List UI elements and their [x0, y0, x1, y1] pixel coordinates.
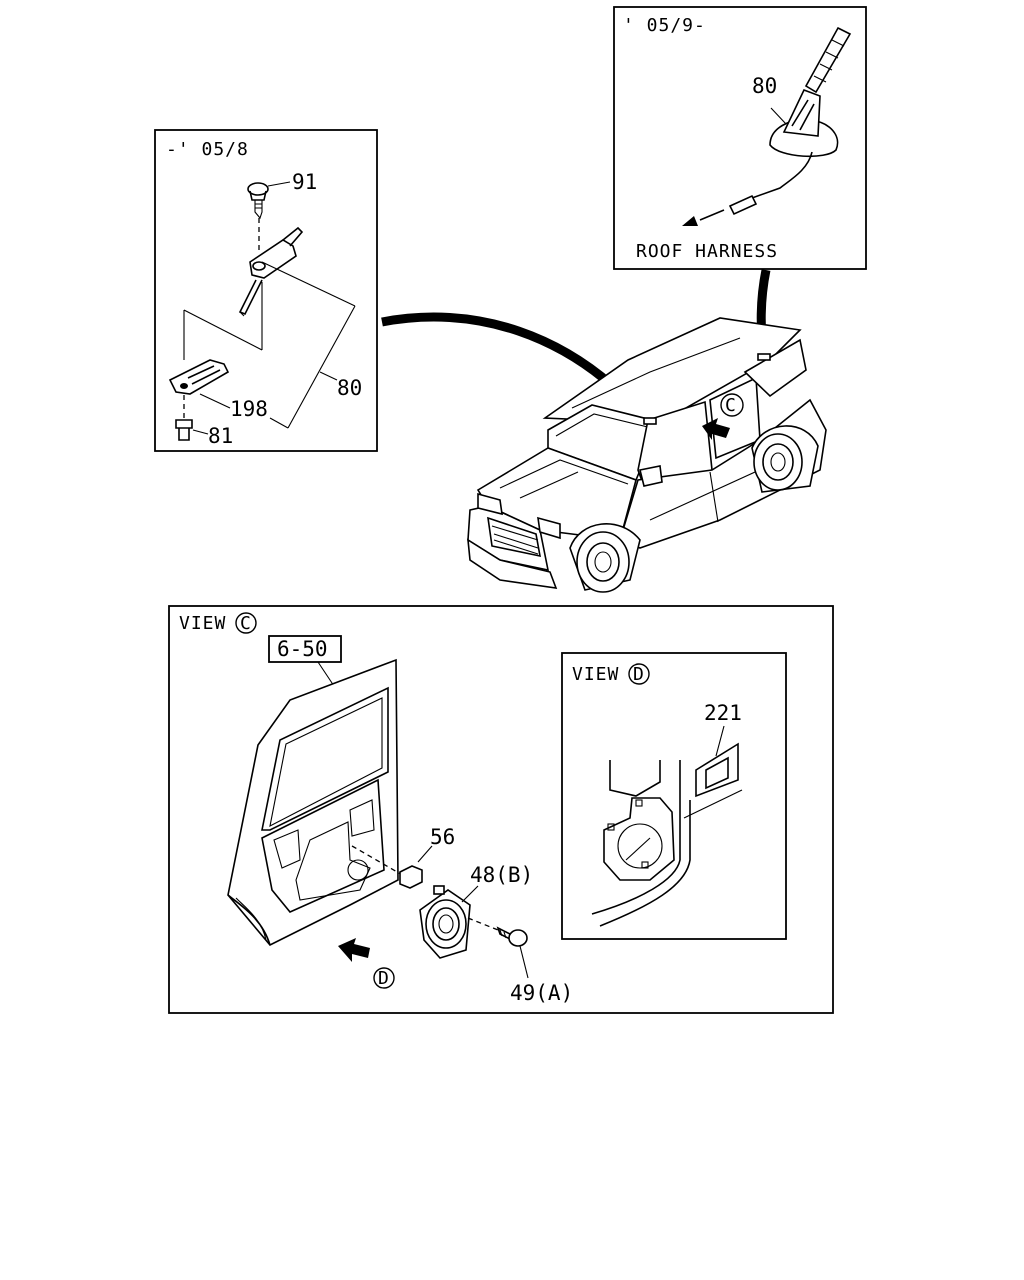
rear-wheel — [751, 425, 819, 493]
callout-91: 91 — [292, 170, 317, 194]
inset-early-antenna: -' 05/8 91 80 — [154, 129, 378, 452]
speaker-48-drawing — [419, 885, 479, 959]
ref-box — [268, 635, 342, 663]
view-c-marker: C — [240, 613, 252, 634]
callout-80-late: 80 — [752, 74, 777, 98]
view-d-title: VIEW — [572, 664, 619, 685]
inset-late-period: ' 05/9- — [623, 15, 706, 36]
callout-81: 81 — [208, 424, 233, 448]
view-c-d-marker: D — [378, 968, 390, 989]
antenna-early-drawing — [183, 226, 356, 429]
callout-48: 48(B) — [470, 863, 533, 887]
antenna-late-drawing — [682, 26, 852, 226]
callout-80-early: 80 — [337, 376, 362, 400]
door-panel-detail — [591, 760, 691, 927]
inset-early-period: -' 05/8 — [166, 139, 249, 160]
callout-221: 221 — [704, 701, 742, 725]
inset-late-frame — [613, 6, 867, 270]
callout-56: 56 — [430, 825, 455, 849]
label-221-drawing — [683, 742, 743, 819]
rear-door-drawing — [227, 658, 399, 946]
view-c-title: VIEW — [179, 613, 226, 634]
screw-91-drawing — [247, 181, 291, 250]
view-c-frame — [168, 605, 834, 1014]
inset-late-antenna: ' 05/9- 80 ROOF HARNESS — [613, 6, 867, 270]
callout-49: 49(A) — [510, 981, 573, 1005]
view-d-marker: D — [633, 664, 645, 685]
callout-198: 198 — [230, 397, 268, 421]
inset-early-frame — [154, 129, 378, 452]
view-c-panel: VIEW C 6-50 56 — [168, 605, 834, 1014]
view-d-frame — [561, 652, 787, 940]
roof-harness-label: ROOF HARNESS — [636, 241, 778, 262]
screw-49-drawing — [467, 917, 529, 979]
view-d-panel: VIEW D 221 — [561, 652, 787, 940]
bolt-81-drawing — [175, 419, 209, 441]
vehicle-drawing: C — [467, 317, 827, 593]
vehicle-view-c-marker: C — [725, 395, 737, 416]
ref-box-label: 6-50 — [277, 637, 328, 661]
bracket-198-drawing — [168, 359, 231, 418]
front-wheel — [569, 523, 641, 593]
